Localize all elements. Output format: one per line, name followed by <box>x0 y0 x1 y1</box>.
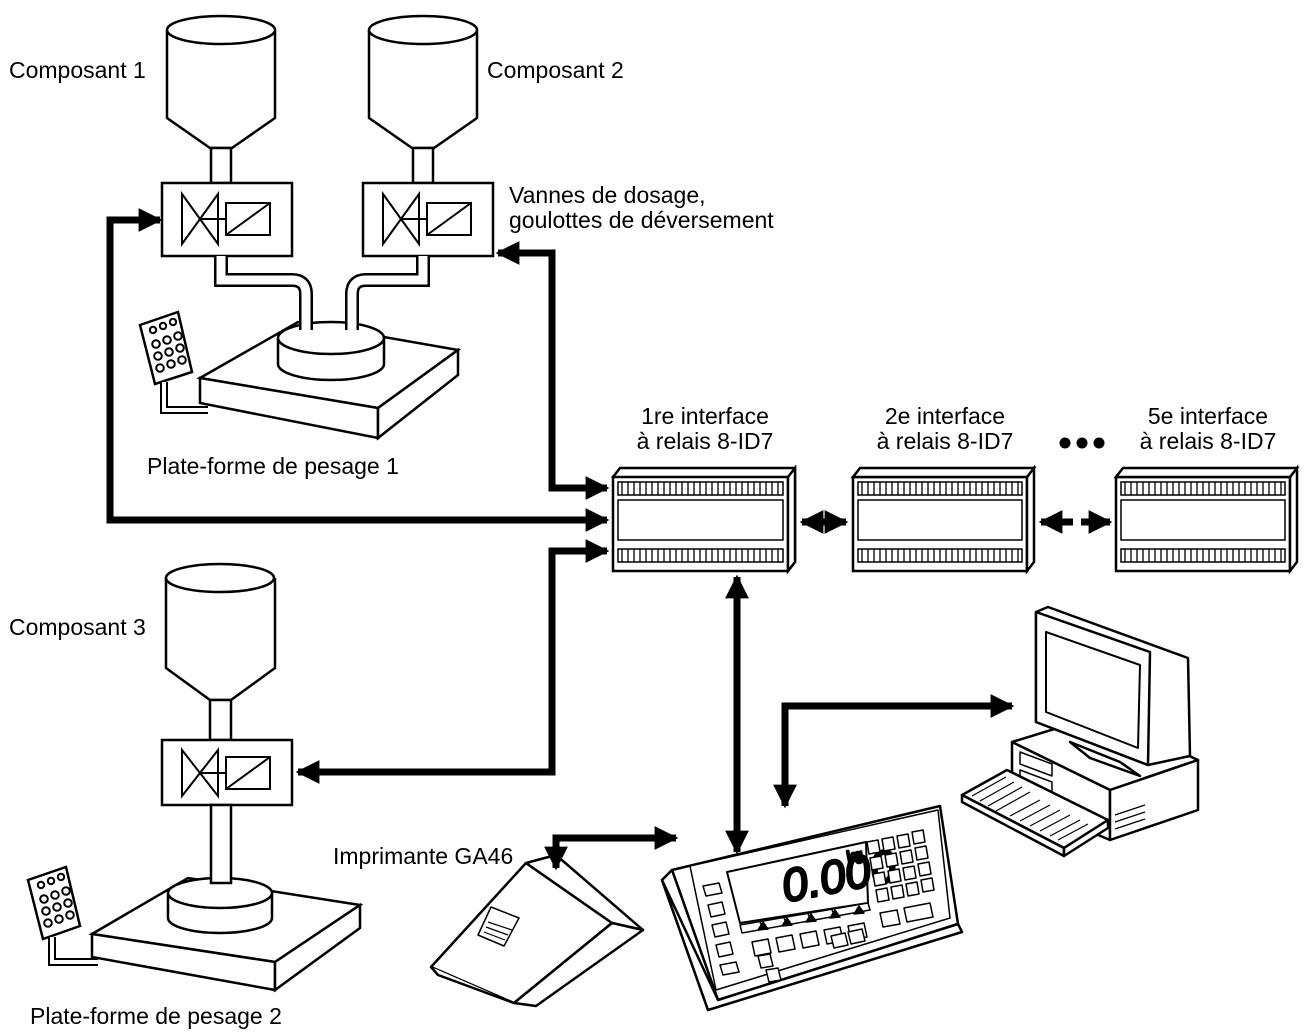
platform-1-label: Plate-forme de pesage 1 <box>147 453 399 479</box>
computer-icon <box>960 605 1200 858</box>
valves-label-line1: Vannes de dosage, <box>509 182 706 208</box>
relay-interface-5-line1: 5e interface <box>1147 403 1269 429</box>
ellipsis-icon <box>1059 437 1105 449</box>
dosing-valve-icon <box>361 181 495 258</box>
printer-label: Imprimante GA46 <box>333 843 514 869</box>
hopper-icon <box>164 562 277 742</box>
relay-interface-5-line2: à relais 8-ID7 <box>1139 428 1277 454</box>
valves-label-line2: goulottes de déversement <box>509 207 774 233</box>
relay-interface-5-label: 5e interface à relais 8-ID7 <box>1115 404 1301 454</box>
relay-interface-1-label: 1re interface à relais 8-ID7 <box>612 404 798 454</box>
weighing-platform-icon <box>196 256 462 441</box>
relay-interface-1-line2: à relais 8-ID7 <box>636 428 774 454</box>
dosing-valve-icon <box>160 738 294 807</box>
relay-interface-2-line1: 2e interface <box>884 403 1006 429</box>
component-1-label: Composant 1 <box>9 57 146 83</box>
relay-interface-icon <box>1113 464 1300 575</box>
platform-2-label: Plate-forme de pesage 2 <box>30 1003 282 1029</box>
relay-interface-1-line1: 1re interface <box>641 403 769 429</box>
weighing-terminal-icon: 0.000 kg <box>660 804 964 1012</box>
component-3-label: Composant 3 <box>9 614 146 640</box>
hopper-icon <box>165 14 277 185</box>
keypad-icon <box>138 310 208 414</box>
relay-interface-icon <box>611 464 797 575</box>
component-2-label: Composant 2 <box>487 57 624 83</box>
relay-interface-2-line2: à relais 8-ID7 <box>876 428 1014 454</box>
hopper-icon <box>367 14 479 185</box>
connection-lines <box>106 208 1113 871</box>
relay-interface-2-label: 2e interface à relais 8-ID7 <box>852 404 1038 454</box>
weighing-platform-icon <box>88 803 364 993</box>
dosing-valve-icon <box>160 181 294 258</box>
printer-icon <box>429 853 645 1008</box>
keypad-icon <box>26 865 98 966</box>
relay-interface-icon <box>850 464 1037 575</box>
terminal-unit: kg <box>846 846 865 866</box>
